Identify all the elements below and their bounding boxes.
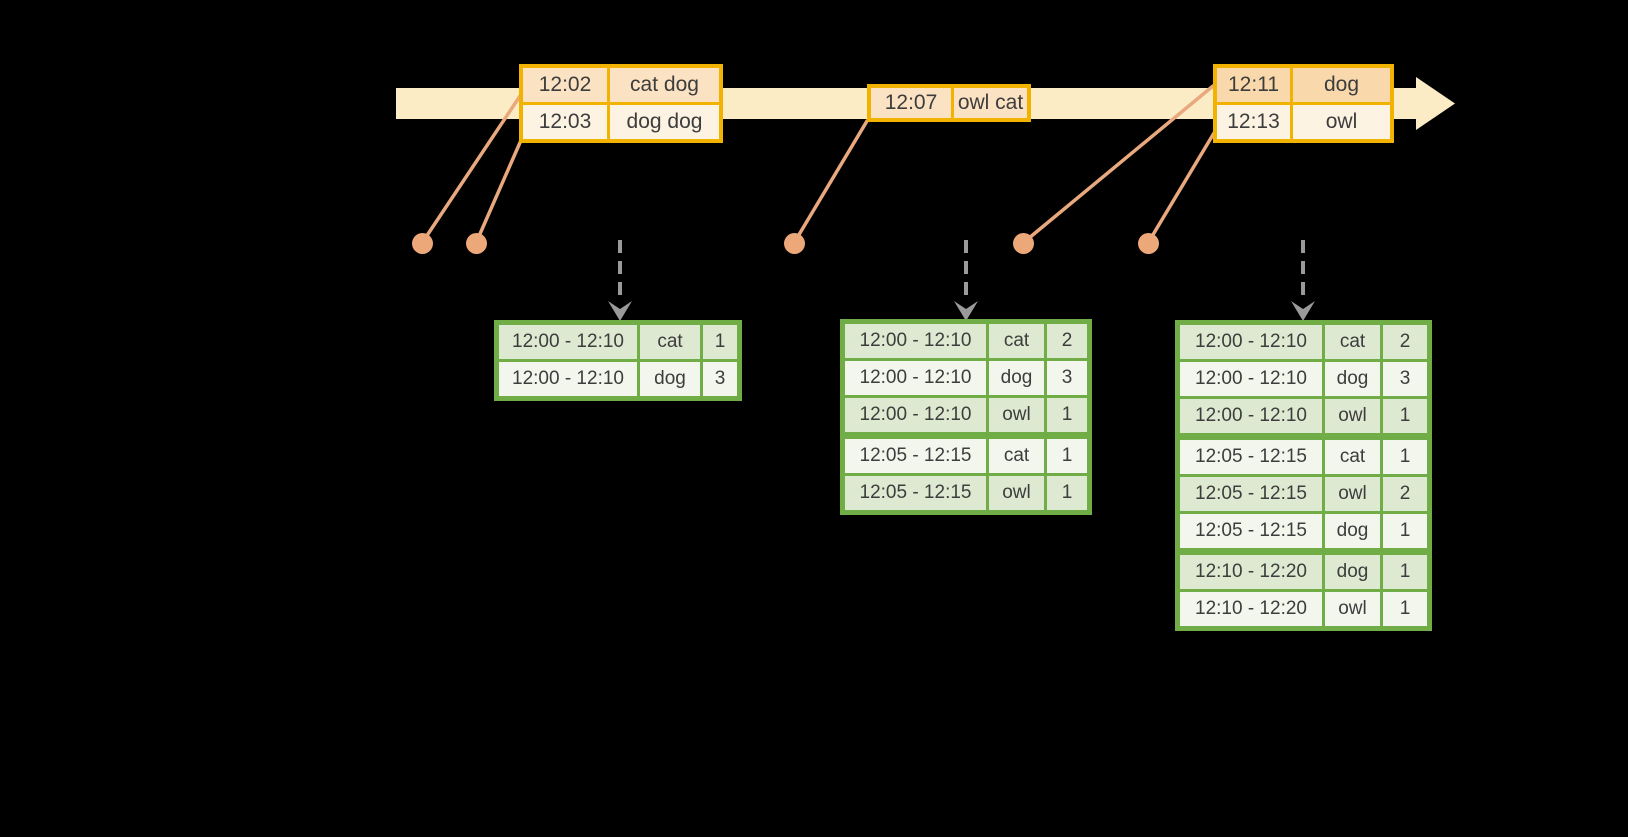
word-cell: cat [989, 324, 1044, 358]
word-cell: owl [1325, 399, 1380, 433]
window-cell: 12:05 - 12:15 [1180, 514, 1322, 548]
word-cell: dog [1325, 555, 1380, 589]
count-cell: 2 [1383, 477, 1427, 511]
count-cell: 3 [703, 362, 737, 396]
window-cell: 12:00 - 12:10 [1180, 325, 1322, 359]
event-words-cell: owl cat [954, 88, 1027, 118]
count-cell: 1 [1383, 399, 1427, 433]
window-cell: 12:00 - 12:10 [499, 362, 637, 396]
word-cell: owl [1325, 592, 1380, 626]
event-words-cell: owl [1293, 105, 1390, 139]
result-row: 12:05 - 12:15 owl 2 [1180, 477, 1427, 511]
event-words-cell: cat dog [610, 68, 719, 102]
result-row: 12:00 - 12:10 owl 1 [845, 398, 1087, 432]
window-cell: 12:00 - 12:10 [1180, 362, 1322, 396]
result-row: 12:05 - 12:15 dog 1 [1180, 514, 1427, 548]
word-cell: owl [1325, 477, 1380, 511]
word-cell: owl [989, 398, 1044, 432]
window-cell: 12:00 - 12:10 [1180, 399, 1322, 433]
event-table: 12:07 owl cat [867, 84, 1031, 122]
word-cell: owl [989, 476, 1044, 510]
timeline-arrowhead [1416, 77, 1455, 130]
word-cell: dog [640, 362, 700, 396]
window-cell: 12:05 - 12:15 [845, 439, 986, 473]
window-cell: 12:00 - 12:10 [845, 324, 986, 358]
result-row: 12:05 - 12:15 cat 1 [845, 439, 1087, 473]
event-dot [466, 233, 487, 254]
result-table: 12:00 - 12:10 cat 2 12:00 - 12:10 dog 3 … [840, 319, 1092, 515]
window-cell: 12:00 - 12:10 [845, 361, 986, 395]
event-dot [1013, 233, 1034, 254]
result-row: 12:00 - 12:10 owl 1 [1180, 399, 1427, 433]
event-table: 12:02 cat dog 12:03 dog dog [519, 64, 723, 143]
connector-line [474, 136, 524, 245]
count-cell: 1 [1383, 555, 1427, 589]
result-row: 12:00 - 12:10 dog 3 [845, 361, 1087, 395]
word-cell: dog [989, 361, 1044, 395]
result-row: 12:00 - 12:10 cat 2 [1180, 325, 1427, 359]
count-cell: 1 [1383, 592, 1427, 626]
word-cell: dog [1325, 362, 1380, 396]
result-row: 12:00 - 12:10 cat 1 [499, 325, 737, 359]
window-cell: 12:00 - 12:10 [845, 398, 986, 432]
word-cell: dog [1325, 514, 1380, 548]
event-words-cell: dog dog [610, 105, 719, 139]
word-cell: cat [640, 325, 700, 359]
count-cell: 2 [1383, 325, 1427, 359]
result-row: 12:10 - 12:20 owl 1 [1180, 592, 1427, 626]
result-row: 12:05 - 12:15 cat 1 [1180, 440, 1427, 474]
result-table: 12:00 - 12:10 cat 2 12:00 - 12:10 dog 3 … [1175, 320, 1432, 631]
trigger-arrowhead [1291, 301, 1315, 321]
count-cell: 1 [703, 325, 737, 359]
result-row: 12:00 - 12:10 dog 3 [1180, 362, 1427, 396]
word-cell: cat [1325, 325, 1380, 359]
count-cell: 3 [1383, 362, 1427, 396]
event-table: 12:11 dog 12:13 owl [1213, 64, 1394, 143]
event-dot [412, 233, 433, 254]
window-cell: 12:10 - 12:20 [1180, 555, 1322, 589]
window-cell: 12:05 - 12:15 [1180, 477, 1322, 511]
count-cell: 1 [1047, 439, 1087, 473]
count-cell: 1 [1383, 440, 1427, 474]
event-dot [1138, 233, 1159, 254]
count-cell: 2 [1047, 324, 1087, 358]
event-dot [784, 233, 805, 254]
window-cell: 12:00 - 12:10 [499, 325, 637, 359]
trigger-arrowhead [954, 301, 978, 321]
result-row: 12:10 - 12:20 dog 1 [1180, 555, 1427, 589]
result-table: 12:00 - 12:10 cat 1 12:00 - 12:10 dog 3 [494, 320, 742, 401]
result-row: 12:05 - 12:15 owl 1 [845, 476, 1087, 510]
event-time-cell: 12:02 [523, 68, 607, 102]
trigger-arrowhead [608, 301, 632, 321]
count-cell: 1 [1047, 398, 1087, 432]
count-cell: 3 [1047, 361, 1087, 395]
count-cell: 1 [1383, 514, 1427, 548]
connector-line [1146, 131, 1216, 245]
window-cell: 12:05 - 12:15 [845, 476, 986, 510]
connector-line [792, 119, 869, 245]
event-time-cell: 12:03 [523, 105, 607, 139]
window-cell: 12:10 - 12:20 [1180, 592, 1322, 626]
count-cell: 1 [1047, 476, 1087, 510]
result-row: 12:00 - 12:10 dog 3 [499, 362, 737, 396]
event-words-cell: dog [1293, 68, 1390, 102]
event-time-cell: 12:11 [1217, 68, 1290, 102]
event-time-cell: 12:13 [1217, 105, 1290, 139]
event-time-cell: 12:07 [871, 88, 951, 118]
word-cell: cat [1325, 440, 1380, 474]
word-cell: cat [989, 439, 1044, 473]
window-cell: 12:05 - 12:15 [1180, 440, 1322, 474]
result-row: 12:00 - 12:10 cat 2 [845, 324, 1087, 358]
